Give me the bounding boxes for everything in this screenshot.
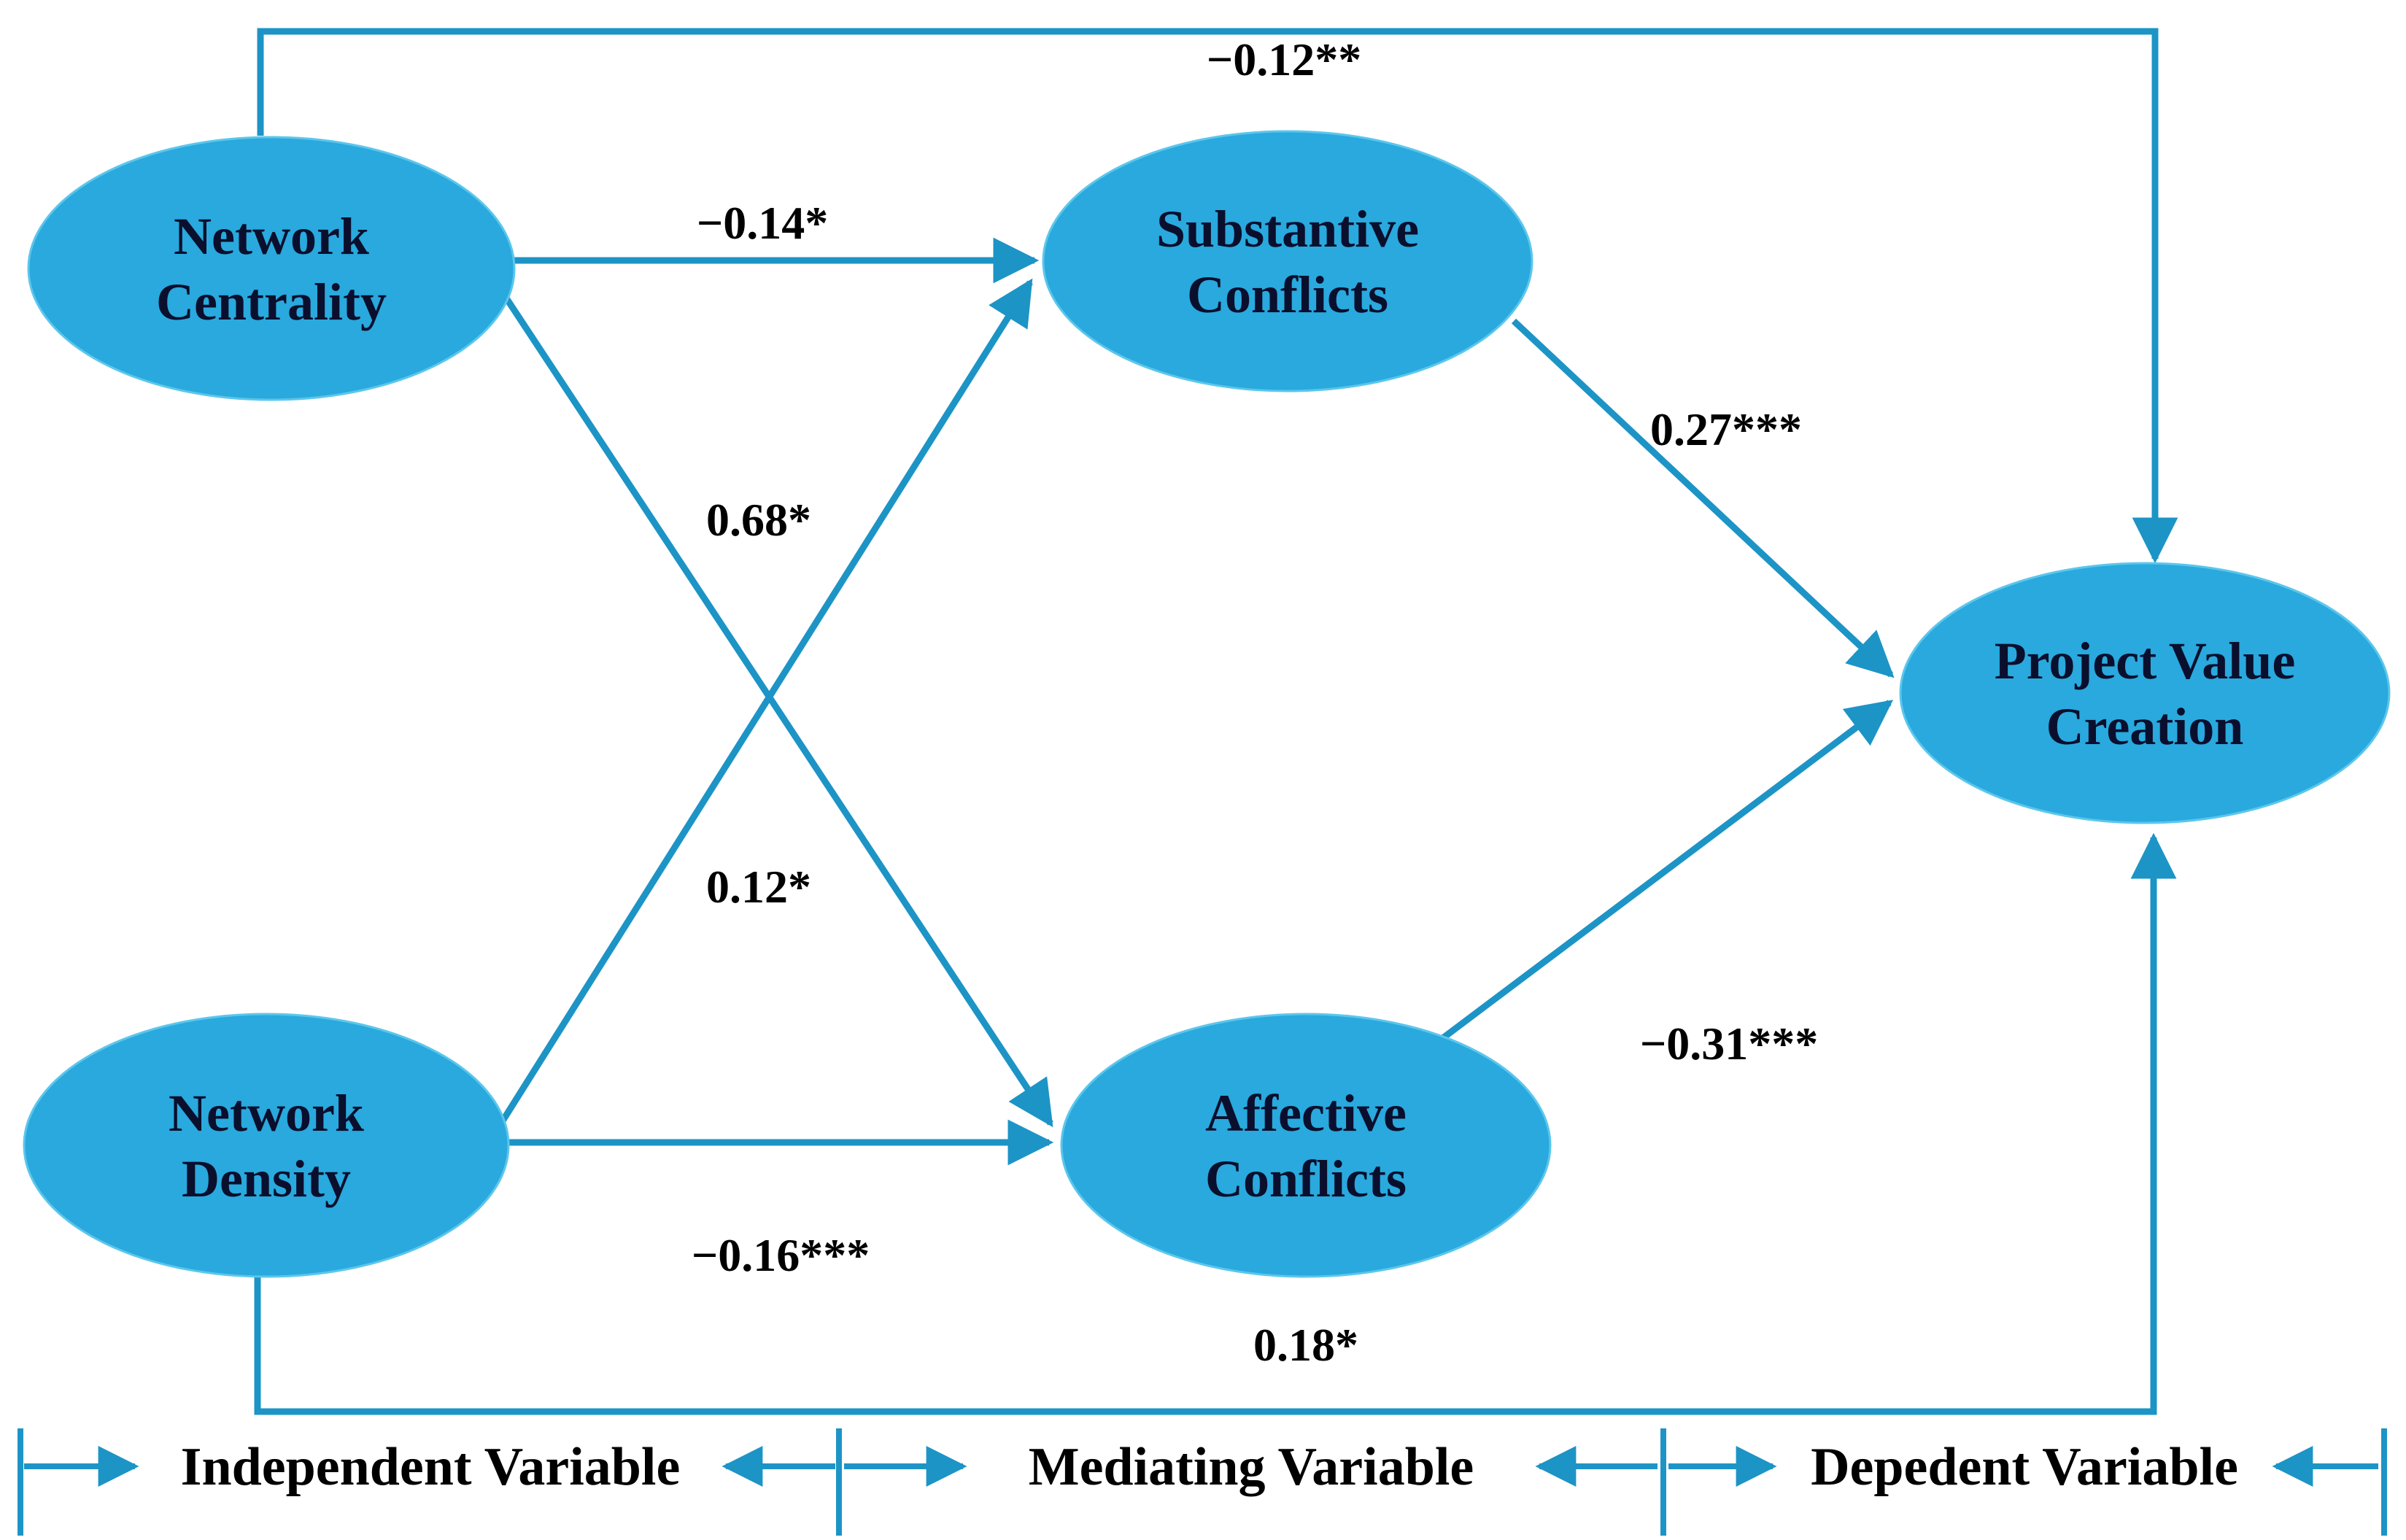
node-ellipse-affective-conflicts (1060, 1013, 1552, 1278)
node-label-substantive-conflicts-line2: Conflicts (1187, 266, 1388, 324)
arrow-density-to-substantive (495, 278, 1033, 1130)
legend-label-dependent-variable: Depedent Variable (1811, 1437, 2238, 1497)
coef-affective-to-value: −0.31*** (1640, 1018, 1818, 1069)
arrow-centrality-to-value-top (257, 28, 2178, 564)
legend-label-independent-variable: Independent Variable (181, 1437, 681, 1497)
coef-centrality-to-value: −0.12** (1207, 34, 1361, 85)
coef-density-to-value: 0.18* (1253, 1319, 1358, 1371)
node-label-affective-conflicts-line2: Conflicts (1205, 1150, 1407, 1208)
node-label-network-density-line2: Density (182, 1150, 351, 1208)
coef-density-to-substantive: 0.12* (706, 861, 811, 913)
coef-centrality-to-substantive: −0.14* (697, 197, 828, 249)
arrow-centrality-to-affective (495, 284, 1053, 1128)
legend-label-mediating-variable: Mediating Variable (1029, 1437, 1474, 1497)
node-label-project-value-creation-line1: Project Value (1995, 632, 2296, 690)
node-label-affective-conflicts-line1: Affective (1205, 1084, 1407, 1142)
arrow-substantive-to-value (1511, 318, 1895, 678)
node-label-substantive-conflicts-line1: Substantive (1156, 200, 1419, 258)
node-ellipse-substantive-conflicts (1042, 130, 1533, 392)
node-label-network-centrality-line1: Network (174, 207, 369, 266)
node-label-network-density-line1: Network (169, 1084, 364, 1142)
node-ellipse-project-value-creation (1899, 562, 2391, 824)
node-ellipse-network-centrality (27, 136, 516, 401)
coef-substantive-to-value: 0.27*** (1650, 403, 1802, 455)
arrow-affective-to-value (1439, 700, 1894, 1042)
node-label-network-centrality-line2: Centrality (156, 273, 387, 331)
coef-centrality-to-affective: 0.68* (706, 494, 811, 546)
node-ellipse-network-density (23, 1013, 510, 1278)
coef-density-to-affective: −0.16*** (692, 1229, 870, 1281)
arrow-density-to-value-bottom (254, 832, 2177, 1415)
node-label-project-value-creation-line2: Creation (2046, 697, 2244, 756)
